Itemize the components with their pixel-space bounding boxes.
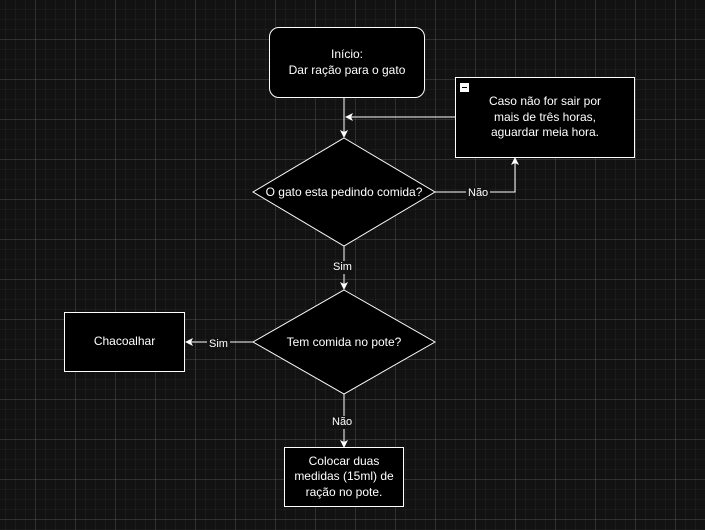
shake-node-label: Chacoalhar [93,334,156,349]
note-container[interactable]: Caso não for sair por mais de três horas… [455,77,635,158]
start-node[interactable]: Início: Dar ração para o gato [269,27,425,98]
edge-label-d2-yes: Sim [207,338,230,351]
note-label: Caso não for sair por mais de três horas… [488,94,602,140]
decision2-label: Tem comida no pote? [286,335,402,349]
decision1-label: O gato esta pedindo comida? [265,185,423,199]
collapse-icon[interactable] [460,83,469,92]
edge-label-d2-no: Não [330,416,355,429]
start-node-label: Início: Dar ração para o gato [288,46,406,77]
shake-node[interactable]: Chacoalhar [64,312,185,372]
edge-decision1-to-note [435,157,519,193]
put-food-node-label: Colocar duas medidas (15ml) de ração no … [294,453,394,499]
edge-label-d1-yes: Sim [331,261,354,274]
edge-label-d1-no: Não [466,187,491,200]
put-food-node[interactable]: Colocar duas medidas (15ml) de ração no … [284,447,404,507]
